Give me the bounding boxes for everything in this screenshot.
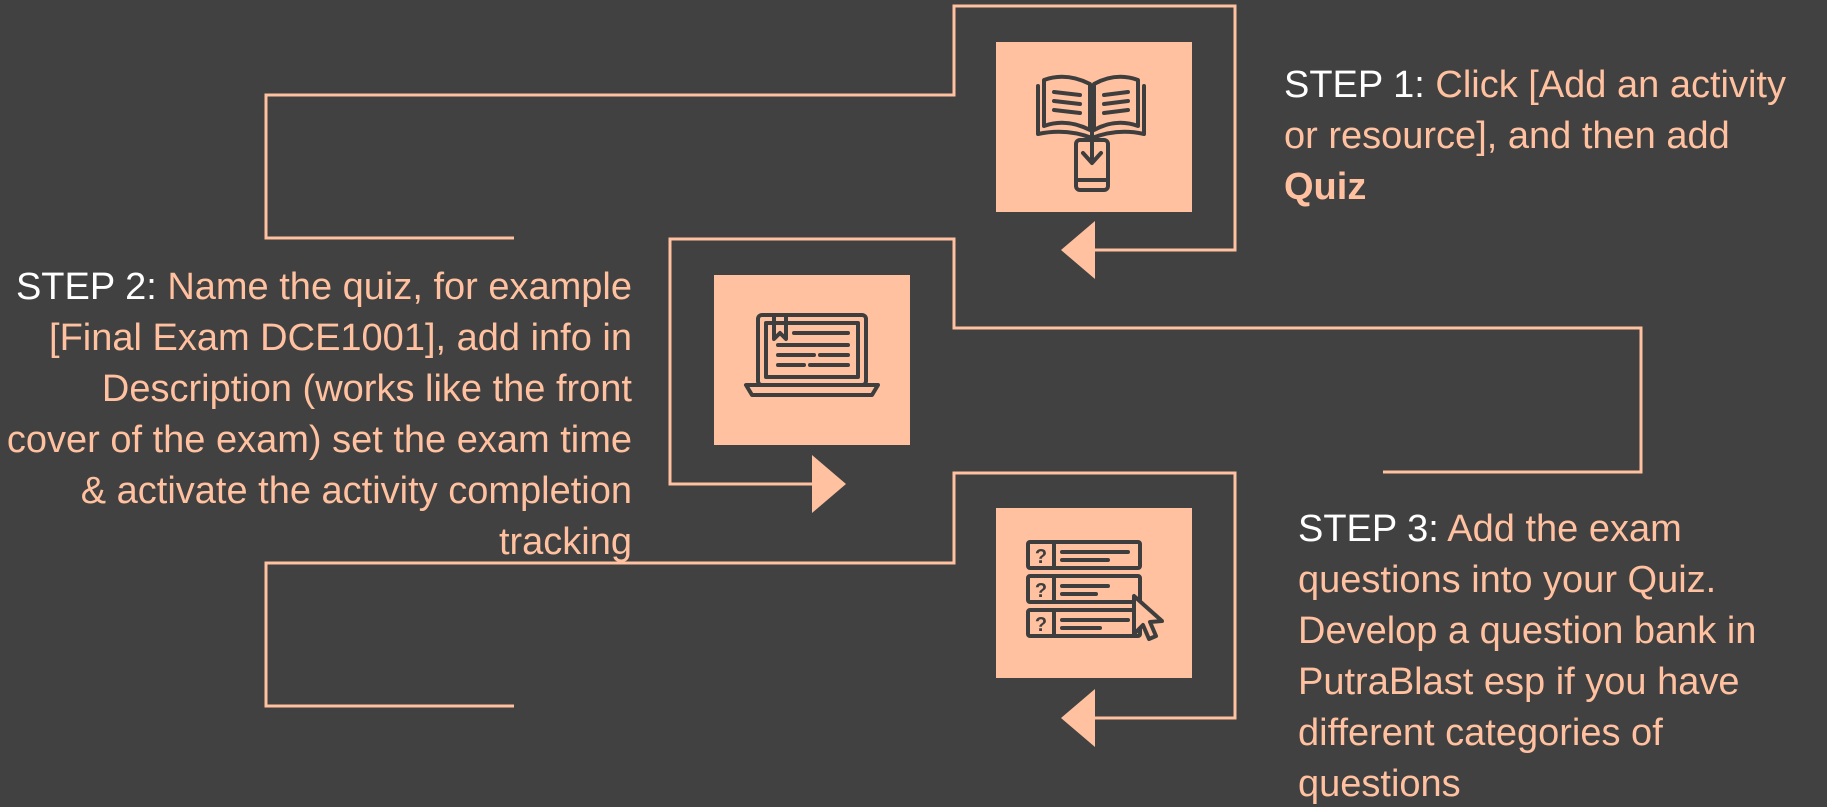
step2-description: Name the quiz, for example [Final Exam D… xyxy=(6,266,632,563)
connector-step2 xyxy=(668,237,1643,486)
question-list-icon: ? ? ? xyxy=(1026,540,1164,641)
step3-icon-box: ? ? ? xyxy=(996,508,1192,678)
book-download-icon xyxy=(1036,74,1146,192)
step1-description: Click [Add an activity or resource], and… xyxy=(1284,64,1786,157)
step2-label: STEP 2: xyxy=(15,266,157,308)
laptop-ebook-icon xyxy=(744,313,880,397)
step1-bold-keyword: Quiz xyxy=(1284,166,1367,208)
step2-icon-box xyxy=(714,275,910,445)
arrow-left-3 xyxy=(1061,689,1095,747)
step1-icon-box xyxy=(996,42,1192,212)
step3-description: Add the exam questions into your Quiz. D… xyxy=(1298,508,1757,805)
step3-label: STEP 3: xyxy=(1298,508,1439,550)
step1-text: STEP 1: Click [Add an activity or resour… xyxy=(1284,60,1804,213)
connector-step1 xyxy=(264,4,1237,252)
step1-label: STEP 1: xyxy=(1284,64,1425,106)
connector-step3 xyxy=(264,471,1237,720)
step2-text: STEP 2: Name the quiz, for example [Fina… xyxy=(0,262,632,568)
svg-text:?: ? xyxy=(1035,614,1047,636)
svg-text:?: ? xyxy=(1035,546,1047,568)
step3-text: STEP 3: Add the exam questions into your… xyxy=(1298,504,1818,807)
svg-text:?: ? xyxy=(1035,580,1047,602)
arrow-left-1 xyxy=(1061,221,1095,279)
arrow-right-2 xyxy=(812,455,846,513)
